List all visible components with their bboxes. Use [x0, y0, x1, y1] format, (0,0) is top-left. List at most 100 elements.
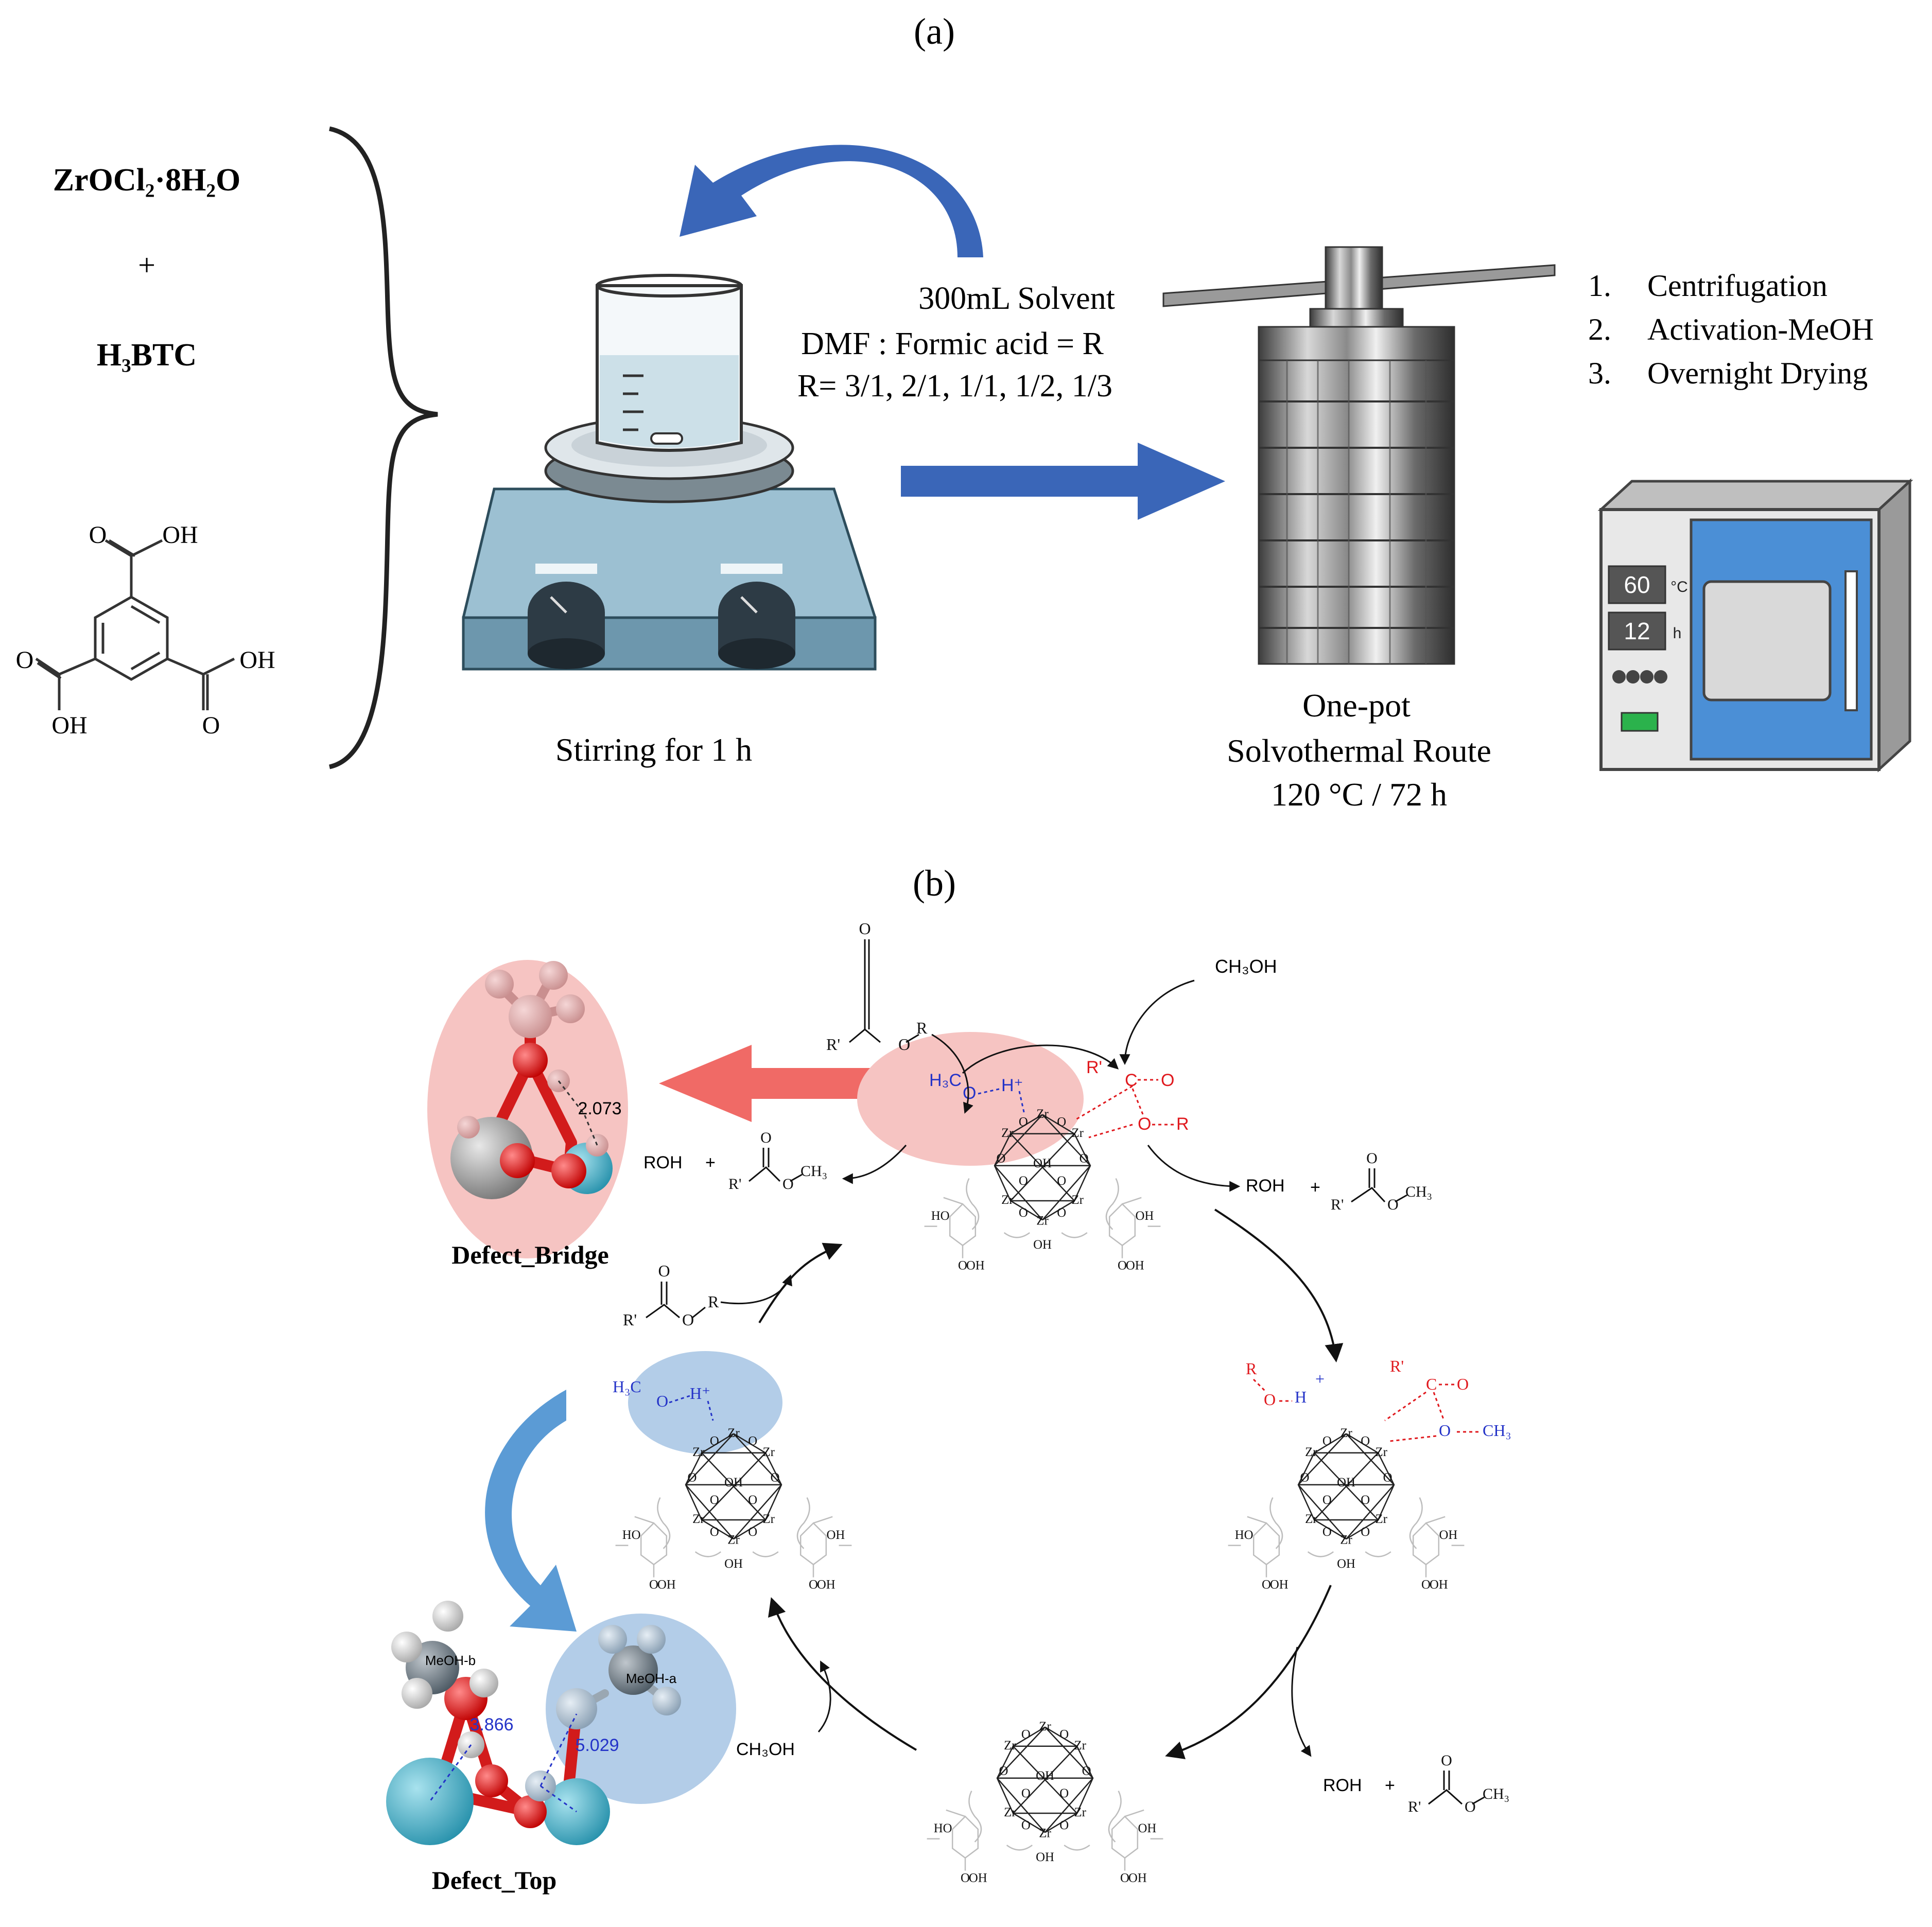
bottom-right-output-arrow	[1291, 1646, 1312, 1757]
magnetic-stirrer-icon	[462, 415, 877, 671]
plus-left: +	[705, 1153, 716, 1172]
step-2-num: 2.	[1588, 312, 1611, 346]
step-1-text: Centrifugation	[1647, 269, 1827, 303]
roh-right: ROH	[1246, 1176, 1285, 1196]
svg-text:CH₃: CH₃	[1405, 1183, 1432, 1200]
svg-text:O: O	[1138, 1114, 1151, 1134]
methyl-ester-bottom: R' O O CH₃	[1408, 1752, 1509, 1815]
svg-text:O: O	[1161, 1071, 1174, 1090]
defect-bridge-caption: Defect_Bridge	[451, 1240, 608, 1269]
defect-top-mol-a: MeOH-a	[626, 1671, 677, 1686]
svg-text:R': R'	[826, 1035, 840, 1054]
defect-top-model	[386, 1601, 681, 1845]
methanol-top: CH₃OH	[1215, 956, 1277, 977]
svg-text:R: R	[1176, 1114, 1189, 1134]
mof-cluster-bottom	[926, 1719, 1164, 1886]
svg-text:O: O	[898, 1035, 910, 1054]
step-3-num: 3.	[1588, 356, 1611, 390]
top-cluster-highlight	[857, 1032, 1084, 1166]
svg-text:O: O	[1457, 1375, 1469, 1393]
defect-top-dist1: 3.866	[469, 1715, 513, 1735]
btc-top-oh: OH	[162, 521, 198, 549]
methanol-into-bottom-arrow	[817, 1660, 831, 1732]
btc-right-o: O	[202, 712, 220, 739]
autoclave-caption-3: 120 °C / 72 h	[1271, 776, 1447, 813]
ester-left-structure: R' O O R	[623, 1262, 719, 1329]
svg-text:O: O	[760, 1129, 772, 1146]
oven-time-unit: h	[1673, 625, 1682, 642]
process-arrow-icon	[901, 443, 1225, 520]
btc-top-o: O	[89, 521, 107, 549]
svg-text:C: C	[1426, 1375, 1437, 1393]
step-1-num: 1.	[1588, 269, 1611, 303]
oven-time-value: 12	[1624, 618, 1650, 644]
methyl-ester-right: R' O O CH₃	[1331, 1150, 1432, 1213]
reactant-plus: +	[138, 248, 155, 282]
svg-text:O: O	[782, 1176, 794, 1193]
svg-text:CH₃: CH₃	[1483, 1421, 1511, 1440]
blue-curved-arrow-icon	[485, 1390, 577, 1632]
plus-right: +	[1310, 1178, 1320, 1197]
defect-top-mol-b: MeOH-b	[425, 1653, 476, 1668]
svg-text:O: O	[1465, 1798, 1476, 1815]
oven-temp-value: 60	[1624, 571, 1650, 598]
svg-text:H₃C: H₃C	[929, 1071, 962, 1090]
svg-text:R: R	[916, 1019, 928, 1037]
svg-text:O: O	[682, 1310, 694, 1329]
mof-cluster-left	[615, 1425, 852, 1592]
recycle-arrow-icon	[680, 145, 983, 257]
ester-into-left-arrow	[720, 1274, 792, 1305]
autoclave-icon	[1162, 246, 1556, 665]
red-arrow-icon	[659, 1045, 870, 1122]
defect-top-caption: Defect_Top	[432, 1866, 557, 1895]
svg-text:R': R'	[728, 1176, 741, 1193]
methanol-bottom: CH₃OH	[736, 1740, 795, 1759]
cycle-arrow-left-up	[758, 1242, 843, 1324]
reactant-zr-salt: ZrOCl₂·8H₂O	[53, 163, 240, 198]
autoclave-caption-2: Solvothermal Route	[1227, 732, 1491, 769]
defect-top-dist2: 5.029	[575, 1736, 619, 1755]
svg-text:R': R'	[1390, 1357, 1404, 1375]
cycle-arrow-right-down	[1214, 1208, 1344, 1363]
methyl-ester-left: R' O O CH₃	[728, 1129, 827, 1193]
svg-text:CH₃: CH₃	[1483, 1785, 1509, 1802]
svg-text:R: R	[1246, 1359, 1257, 1378]
left-cluster-adsorbates: H₃C O H⁺	[613, 1377, 714, 1421]
cycle-arrow-right-bottom	[1165, 1585, 1332, 1759]
cycle-arrow-bottom-left	[768, 1597, 917, 1751]
stirring-caption: Stirring for 1 h	[555, 731, 752, 768]
oven-icon	[1597, 478, 1913, 773]
top-curved-arrow	[962, 1044, 1119, 1074]
right-cluster-adsorbates: R O H + R' C O O CH₃	[1246, 1357, 1511, 1442]
svg-text:O: O	[859, 919, 871, 938]
svg-text:CH₃: CH₃	[800, 1163, 827, 1180]
beaker-icon	[596, 274, 743, 452]
autoclave-caption-1: One-pot	[1302, 687, 1411, 724]
svg-text:H₃C: H₃C	[613, 1377, 641, 1396]
step-3-text: Overnight Drying	[1647, 356, 1868, 390]
defect-top-highlight	[546, 1614, 736, 1804]
svg-text:H: H	[1295, 1388, 1307, 1406]
panel-b-label: (b)	[913, 863, 956, 904]
svg-text:O: O	[1366, 1150, 1378, 1167]
btc-left-o: O	[16, 646, 34, 674]
svg-text:O: O	[1264, 1390, 1276, 1409]
output-arrow-right	[1147, 1145, 1241, 1192]
mof-cluster-right	[1227, 1425, 1465, 1592]
step-2-text: Activation-MeOH	[1647, 312, 1874, 346]
reactant-linker: H₃BTC	[97, 338, 197, 373]
defect-bridge-distance: 2.073	[578, 1099, 621, 1118]
svg-text:R': R'	[1408, 1798, 1421, 1815]
ester-to-cluster-arrow	[931, 1033, 973, 1114]
solvent-line1: 300mL Solvent	[918, 281, 1115, 316]
methanol-to-cluster-arrow	[1119, 979, 1195, 1065]
left-cluster-highlight	[628, 1351, 782, 1454]
svg-text:R': R'	[1331, 1196, 1344, 1213]
solvent-line3: R= 3/1, 2/1, 1/1, 1/2, 1/3	[797, 369, 1112, 404]
solvent-line2: DMF : Formic acid = R	[801, 326, 1104, 361]
svg-text:O: O	[963, 1083, 976, 1103]
defect-bridge-model	[450, 961, 613, 1199]
plus-bottom: +	[1385, 1776, 1395, 1795]
btc-right-oh: OH	[239, 646, 275, 674]
